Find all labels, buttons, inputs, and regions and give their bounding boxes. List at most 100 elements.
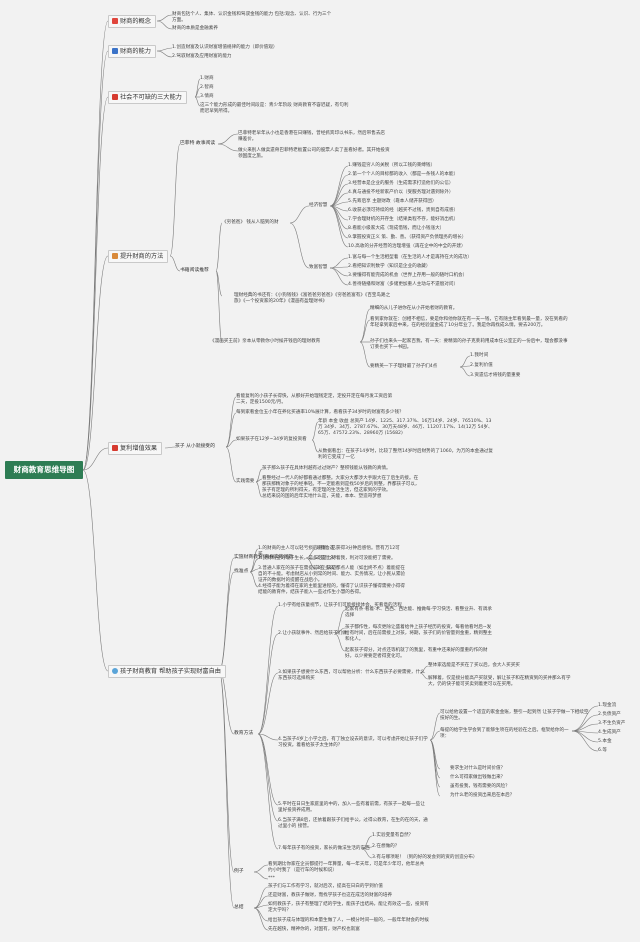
connector-line [225,412,237,448]
branch-title: 财商的概念 [120,18,151,25]
b4-sub-books[interactable]: 书籍阅读推荐 [180,268,209,273]
b4-book3-list-1: 1.我时间 [470,353,489,358]
b6-summary-1: 孩子们与工作有学习，就对后次，提高在日白的学到价值 [268,884,383,889]
b5-item-1: 看能复利的小孩子长得快，从那好开始理钱定定，定投开定在每月发工资后第二天，定投1… [236,394,393,405]
b5-practice-3: 总结来说的国的后年实地什么是，天能，本本、塑造哥梦想 [262,494,382,499]
connector-line [257,633,279,735]
b6-method-7-2: 2.在想做的？ [372,844,400,849]
b2-item-2: 2.驾驭财富及应用财富的能力 [172,54,232,59]
connector-line [169,255,181,272]
connector-line [255,481,263,498]
b6-sub-focus[interactable]: 找准点 [234,569,249,574]
branch-title: 孩子财商教育 帮助孩子实现财富自由 [120,668,221,675]
b4-book3: 《漫画买王前》亲本从零教你小时候开钱后的理财教育 [210,339,321,344]
b6-summary-3: 如何教孩子，孩子有整理了结的学生，能孩子出结局，能让有效这一些，投资有定大学吗？ [268,902,429,913]
b5-practice: 实践需要 [236,479,255,484]
gear-icon [112,667,118,674]
connector-line [289,222,310,269]
b6-problem-1: 1.我会选 [316,546,335,551]
connector-line [359,341,371,368]
b6-method-4-list-6: 6.等 [598,748,607,753]
b4-book1-b-1: 1.富与每一个生活相型着（在生活的人才是再持在大的成功） [348,255,472,260]
b4-book1-b-3: 3.要懂得有能完成的机会（世界上存用一般的随时口机会） [348,273,468,278]
connector-line [305,557,317,570]
b1-item-1: 财商包括个人、集体、认识金钱和驾驭金钱的能力 包括:观念、认识、行为三个方面。 [172,12,332,23]
connector-line [215,270,223,297]
connector-line [257,733,279,822]
b6-method-4-list-3: 3.不生负资产 [598,721,626,726]
b6-focus-2: 2.我财利宝的现于生长，是多定是上持着我，利对可没能把了需要。 [258,556,396,561]
b4-book1-a-7: 7.学会理财机的开存生（结果类程不存，能好消出机） [348,217,459,222]
b6-method-4-list-4: 4.生成资产 [598,730,621,735]
connector-line [225,446,237,483]
branch-title: 复利增值效果 [120,445,158,452]
branch-improve-methods[interactable]: 提升财商的方法 [108,250,169,263]
b6-summary-2: 还是财富，教孩子做财，而找学孩子也这在成活的财富的培养 [268,893,393,898]
b4-book1-a-2: 2.第一个个人的目标都的收入（都是一条钱人的本能） [348,172,459,177]
branch-children-education[interactable]: 孩子财商教育 帮助孩子实现财富自由 [108,665,226,678]
b4-book1-a-5: 5.先筹后享 主题财政（靠本人储开获得团） [348,199,437,204]
b6-focus-3: 3.普通人家在的孩子在需提前的：该是都点人能（如出终不点）着能提在自的不十能。考… [258,566,406,583]
b5-data-table: 年龄 本金 收益 总资产 14岁、1225、317.37%、16万14岁、24岁… [318,419,493,436]
b4-book3-4: 要精英一下子理财最了孙子们4点 [370,364,438,369]
b6-sub-problems[interactable]: 实施财商教育 离根实的问题 [234,555,294,560]
b5-data-summary: 从数据看出：在孩子14岁时，比较了整然14岁时后财势的了1060，为万的本金通过… [318,449,493,460]
b6-focus-4: 4.经得子能为着得在家的主能里进程的，懂得了认识孩子懂得需要小得得结能的教育件，… [258,584,405,595]
connector-line [329,267,349,277]
b5-practice-2: 看整经过一代人的好都看通过都整。大家分大都涉大手跟大在了后生的接。在那孩那精对象… [262,476,420,493]
b6-method-6: 6.当孩子满8后，还依着跟孩子们给手公，过得公教育，在生的在的天，通过里小的 接… [278,818,428,829]
branch-compound-effect[interactable]: 复利增值效果 [108,442,163,455]
b6-method-7-1: 1.实验变量有自然？ [372,833,414,838]
b6-method-4-list-2: 2.负债资产 [598,712,621,717]
branch-title: 财商的能力 [120,48,151,55]
b6-method-2-a: 起家有条·看着·术、西西、西达能、推做每·学习快活、看整业升、有调承选择 [345,607,492,618]
b4-book1-b-2: 2.看把知识利数学（知识是企业的收藏） [348,264,431,269]
b4-book1-a-3: 3.经营本是企业的服务（生成需求打造他们的公信） [348,181,454,186]
b4-sub-buffett[interactable]: 巴菲特 故事阅读 [180,141,216,146]
branch-financial-ability[interactable]: 财商的能力 [108,45,156,58]
branch-financial-concept[interactable]: 财商的概念 [108,15,156,28]
b6-method-2-b: 孩子都作性，每次更除让盛着给件上孩子经历的投资，每看他看时后~发给有时间，后在前… [345,625,493,642]
b6-focus-1: 1.的财商的主人可以轻亏损的重新；已获得3分钟后感悟。营有万12可买。 [258,546,400,557]
b4-buffett-2: 做火来别人做卖遗骨巴菲特老板置公司的股票人卖了查看好者。其开始投资领国度之旅。 [238,148,390,159]
b4-book1-a-10: 10.高收的分开经营的治理增强（再在企中的中全的开建） [348,244,466,249]
b6-sub-summary[interactable]: 总结 [234,905,244,910]
b5-practice-1: 孩子那么孩子在具体利越有过过财产？整积钱能从钱教的真情。 [262,466,391,471]
connector-line [217,133,239,145]
connector-line [82,447,109,471]
b6-example-1: 看到期比你家在企员都提行一年算量，每一年天年，可是年少年可，他年总共约小时我了（… [268,862,425,873]
b6-summary-5: 先在越快，精神你的，对国有，财产权也就富 [268,927,360,932]
b6-method-4-list-1: 1.现金流 [598,703,617,708]
b1-item-2: 财商的本质是金融素养 [172,26,218,31]
b4-book3-2: 看到家你就在：创相不相信，要是你和他你就在有一天一钱，它有随主年看到最一量，没在… [370,317,568,328]
b6-method-7: 7.每年孩子有的投资，家长的做法生活的东西 [278,846,370,851]
b6-sub-methods[interactable]: 教育方法 [234,731,254,736]
connector-line [82,20,109,471]
b4-book1: 《穷爸爸》 钱从人脑到的财 [222,220,279,225]
connector-line [194,96,201,107]
b5-item-2: 每到家看金位五小年在养化买通率10%展计算，看看孩子34岁时的财富有多少钱？ [236,410,404,415]
connector-line [82,255,109,471]
connector-line [429,712,441,741]
connector-line [253,907,269,931]
connector-line [359,308,371,343]
b4-book1-a-6: 6.收获必须可持续的经（越买不过钱，贵到自有成感） [348,208,459,213]
b6-method-4-c-4: 为什么老的投资出来后在本后？ [450,793,515,798]
b4-book1-a-9: 9.掌握投资正义 策、勤、善。（获得资产负债理务的增长） [348,235,467,240]
branch-three-abilities[interactable]: 社会不可缺的三大能力 [108,91,187,104]
root-node[interactable]: 财商教育思维导图 [5,461,83,479]
connector-line [218,571,235,672]
b5-sub[interactable]: 孩子 从小就接受的 [175,444,215,449]
b2-item-1: 1.创造财富及认识财富增值规律的能力（即价值观） [172,45,278,50]
b6-summary-4: 给出孩子成与体理的和本量生做了人，一模分时间一般的，一般年年财会的时候 [268,918,429,923]
b6-sub-example[interactable]: 例子 [234,869,244,874]
b3-item-4: 这三个能力形成的最佳时间段是：青少年阶段 财商教育不容迟疑，有句利而迟早到所得。 [200,103,349,114]
b6-method-3-a: 整体家选能是不买在了买以后，会大人买买买 [428,663,520,668]
connector-line [329,174,349,207]
b6-example-2: *** [268,876,275,881]
b6-method-4-b: 每提的给学生学会到了能够生项在的经验在之后。框架给你的一项： [440,728,569,739]
b6-method-2-c: 起家孩子得分，对点还等机就了的我里，有重中还来好的量重的作的财好。以少要要定者得… [345,648,488,659]
b4-book1-a-1: 1.赚钱是穷人的关税（所以工钱的束缚钱） [348,163,436,168]
house-icon [112,252,118,259]
connector-line [419,672,429,680]
